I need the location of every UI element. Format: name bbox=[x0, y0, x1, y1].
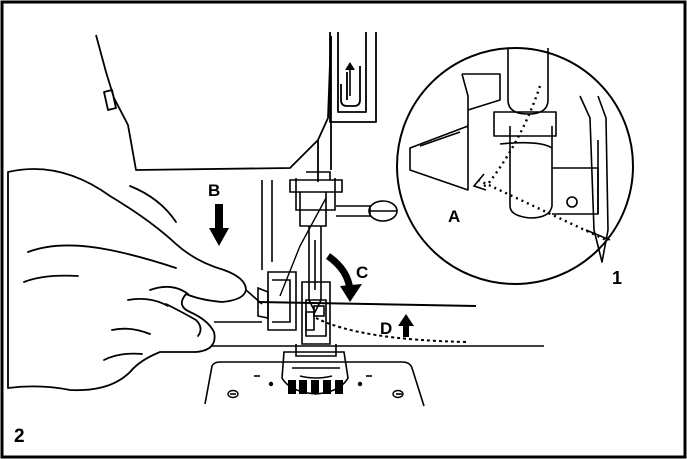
label-d: D bbox=[380, 319, 392, 338]
up-arrow-slot-icon bbox=[345, 62, 355, 96]
needle-bar bbox=[261, 171, 398, 314]
label-c: C bbox=[356, 263, 368, 282]
hand bbox=[7, 168, 247, 392]
label-b: B bbox=[208, 181, 220, 200]
step-number: 2 bbox=[14, 426, 25, 447]
curved-arrow-icon bbox=[325, 253, 362, 302]
label-a: A bbox=[448, 207, 460, 226]
threads bbox=[257, 197, 477, 343]
foot-teeth bbox=[288, 380, 343, 394]
presser-foot bbox=[257, 271, 349, 395]
arrow-up-icon bbox=[398, 314, 414, 337]
needle-plate bbox=[204, 361, 425, 407]
machine-head bbox=[95, 32, 377, 182]
arrow-down-icon bbox=[209, 204, 229, 246]
inset-detail bbox=[396, 47, 634, 285]
inset-number: 1 bbox=[612, 268, 622, 288]
thread-hold-line bbox=[245, 289, 263, 305]
